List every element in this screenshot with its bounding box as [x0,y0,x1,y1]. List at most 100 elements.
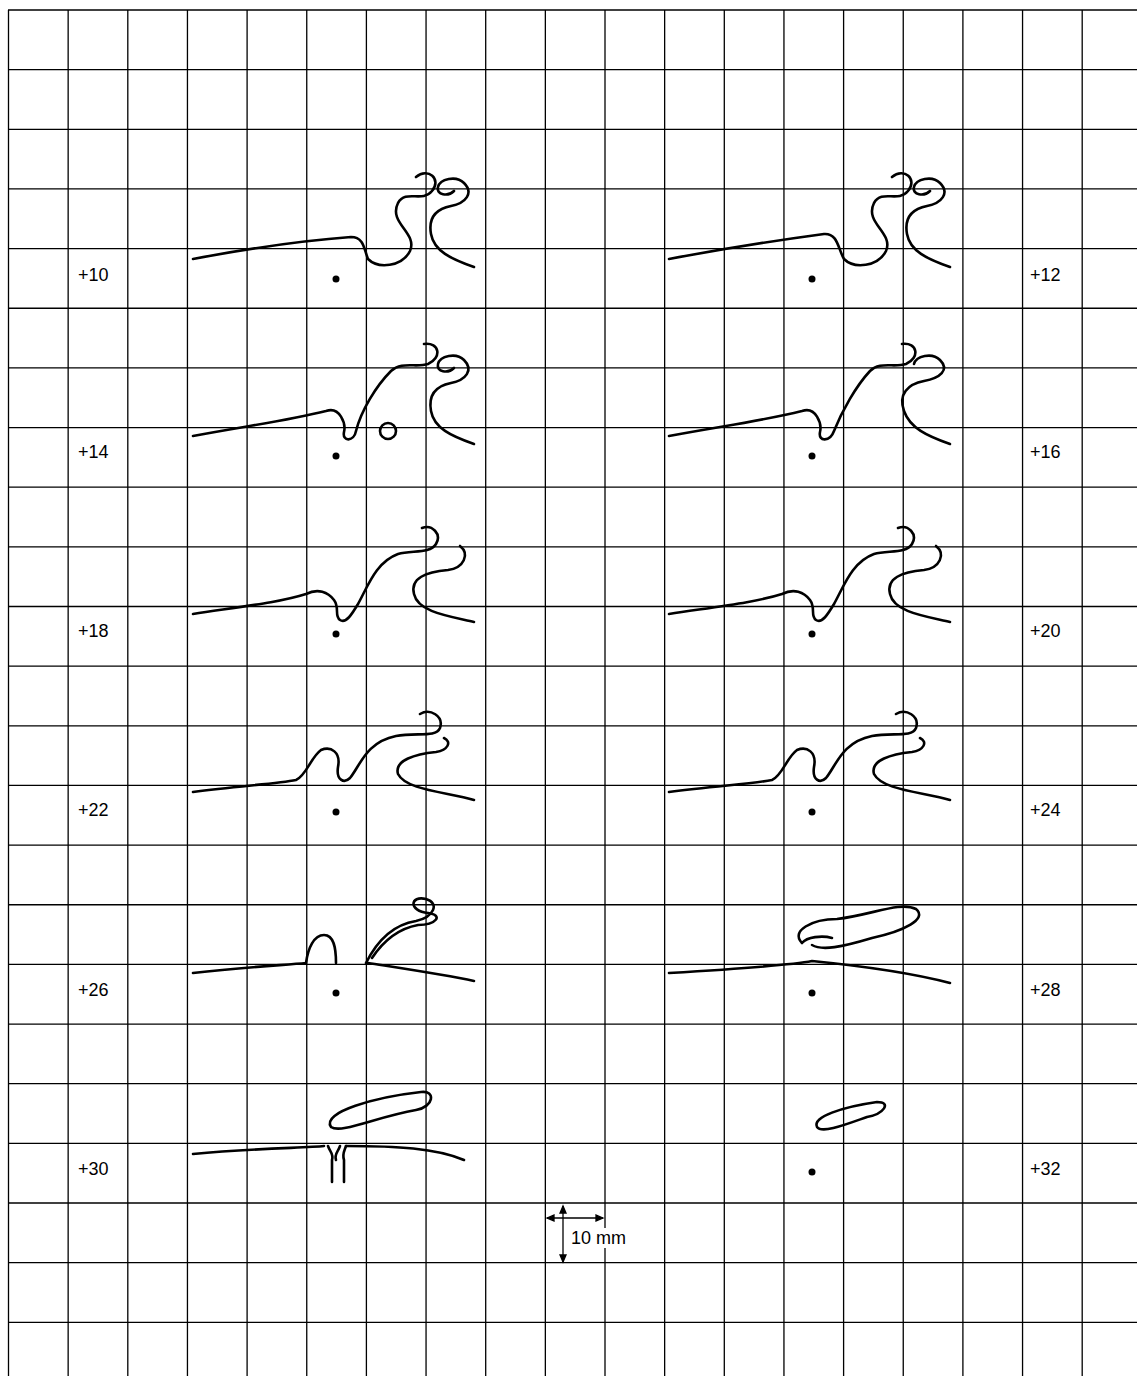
section-outline [669,907,950,997]
grid-line [8,1143,1137,1144]
grid-line [664,10,665,1376]
contour [799,907,920,948]
grid-line [8,10,9,1376]
grid-line [127,10,128,1376]
reference-dot [809,1169,816,1176]
contour [398,738,474,800]
grid-line [8,69,1137,70]
section-outlines [193,173,950,1182]
grid-line [8,844,1137,845]
reference-dot [333,453,340,460]
grid-line [8,785,1137,786]
section-outline [193,1092,464,1182]
grid-line [8,1322,1137,1323]
grid-line [8,1202,1137,1203]
contour [368,963,474,981]
scale-label: 10 mm [569,1228,628,1248]
section-level-label: +10 [76,265,111,285]
contour [669,961,950,983]
grid-line [8,188,1137,189]
grid-line [8,487,1137,488]
grid-line [366,10,367,1376]
reference-dot [809,809,816,816]
grid-line [8,606,1137,607]
reference-dot [809,276,816,283]
contour [193,898,437,973]
reference-dot [333,809,340,816]
grid-line [8,427,1137,428]
section-outline [669,344,950,460]
contour [193,527,438,621]
grid-line [545,10,546,1376]
section-level-label: +12 [1028,265,1063,285]
grid-line [962,10,963,1376]
grid-line [425,10,426,1376]
contour [413,546,474,622]
contour [669,344,915,440]
reference-dot [809,631,816,638]
grid-line [187,10,188,1376]
contour [669,527,914,621]
section-level-label: +14 [76,442,111,462]
section-outline [193,173,474,282]
grid-line [8,904,1137,905]
contour [902,356,950,444]
reference-dot [333,276,340,283]
grid-line [485,10,486,1376]
reference-dot [809,990,816,997]
contour [874,738,950,800]
grid-line [68,10,69,1376]
contour [328,1146,346,1182]
contour [193,344,437,440]
grid-line [8,1262,1137,1263]
grid-line [8,308,1137,309]
grid-line [903,10,904,1376]
grid-line [8,367,1137,368]
section-level-label: +20 [1028,621,1063,641]
contour [430,356,474,444]
contour [669,173,911,265]
section-level-label: +24 [1028,800,1063,820]
grid-line [8,9,1137,10]
section-outline [193,712,474,816]
grid-line [8,248,1137,249]
section-outline [193,898,474,996]
grid-line [8,725,1137,726]
grid-line [306,10,307,1376]
grid-line [1022,10,1023,1376]
grid-line [8,1083,1137,1084]
section-outline [669,527,950,637]
section-outline [669,712,950,816]
section-outline [809,1102,885,1176]
reference-dot [333,990,340,997]
contour [330,1092,431,1129]
section-outline [193,344,474,460]
grid [8,10,1137,1376]
section-level-label: +32 [1028,1159,1063,1179]
section-outline [193,527,474,637]
section-level-label: +16 [1028,442,1063,462]
grid-line [8,129,1137,130]
section-level-label: +26 [76,980,111,1000]
section-level-label: +28 [1028,980,1063,1000]
contour [889,546,950,622]
grid-line [1082,10,1083,1376]
grid-line [246,10,247,1376]
section-level-label: +30 [76,1159,111,1179]
grid-line [604,10,605,1376]
contour [380,423,396,439]
section-level-label: +18 [76,621,111,641]
grid-line [724,10,725,1376]
reference-dot [333,631,340,638]
contour [430,179,474,267]
grid-line [8,1023,1137,1024]
grid-line [843,10,844,1376]
grid-line [8,964,1137,965]
grid-line [783,10,784,1376]
grid-line [8,546,1137,547]
section-level-label: +22 [76,800,111,820]
section-outline [669,173,950,282]
contour [906,179,950,267]
grid-line [8,666,1137,667]
